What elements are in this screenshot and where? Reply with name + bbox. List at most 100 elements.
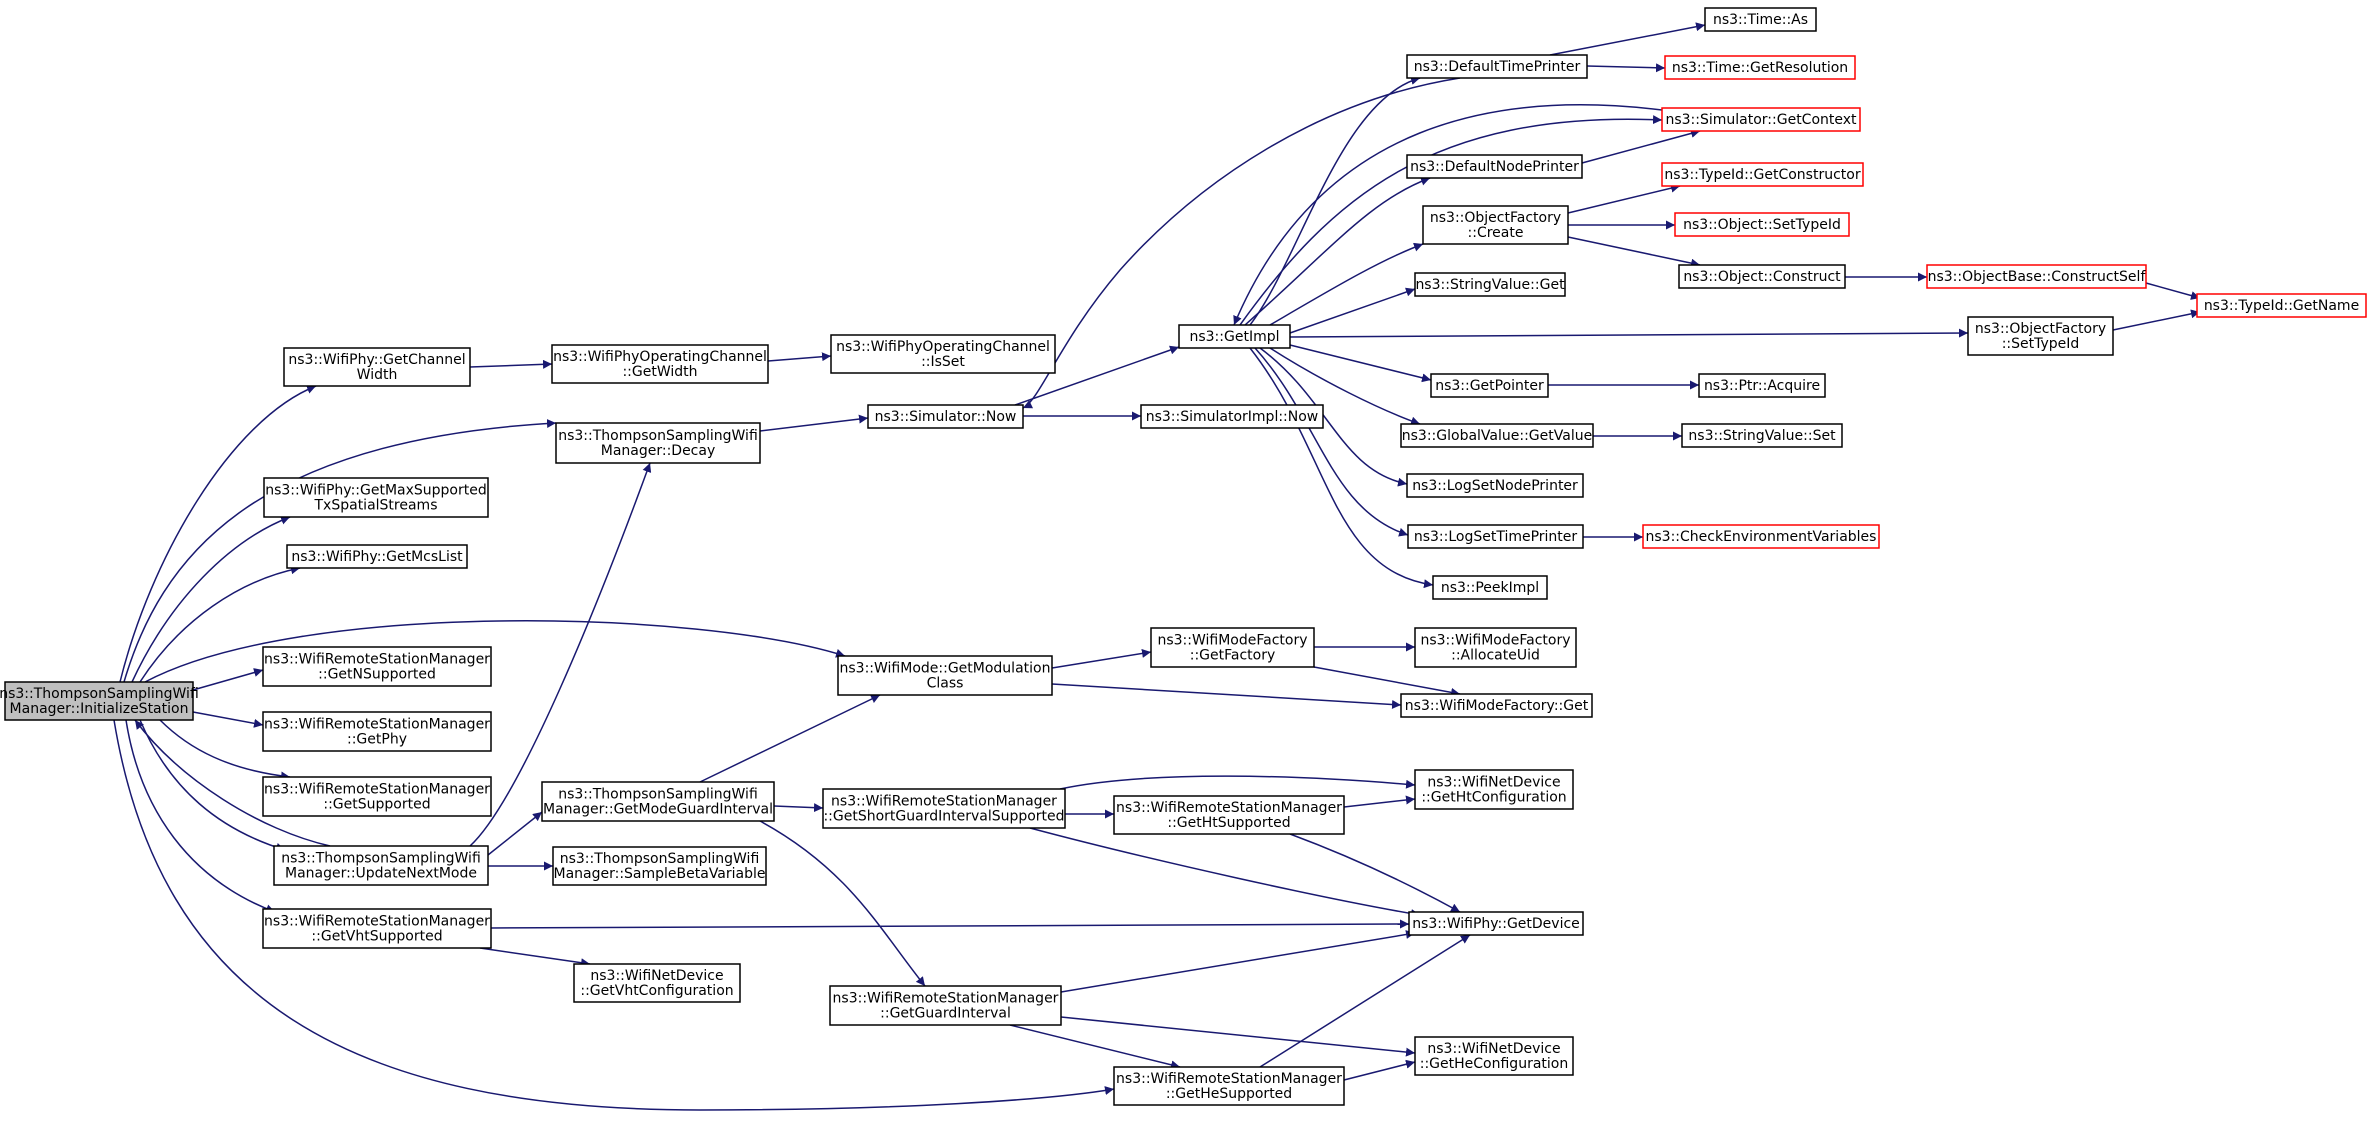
edge-InitializeStation-to-GetMcsList: [139, 565, 301, 683]
node-SimNow[interactable]: ns3::Simulator::Now: [867, 404, 1024, 429]
node-WMFGet[interactable]: ns3::WifiModeFactory::Get: [1400, 693, 1593, 718]
node-label: ns3::Ptr::Acquire: [1704, 378, 1820, 394]
node-box: [4, 681, 194, 721]
edge-OFSetTypeId-to-TypeIdGetName: [2112, 309, 2201, 331]
node-box: [541, 781, 775, 822]
node-GetNSupported[interactable]: ns3::WifiRemoteStationManager::GetNSuppo…: [262, 646, 492, 687]
node-label: ns3::WifiModeFactory: [1157, 633, 1307, 649]
node-label: ::GetGuardInterval: [880, 1006, 1011, 1022]
node-GetHeConfiguration[interactable]: ns3::WifiNetDevice::GetHeConfiguration: [1414, 1036, 1574, 1076]
node-OCIsSet[interactable]: ns3::WifiPhyOperatingChannel::IsSet: [830, 334, 1056, 374]
node-label: ::GetWidth: [622, 364, 697, 380]
node-SimGetContext[interactable]: ns3::Simulator::GetContext: [1661, 107, 1861, 132]
node-StringValueSet[interactable]: ns3::StringValue::Set: [1681, 423, 1843, 448]
node-GetVhtConfiguration[interactable]: ns3::WifiNetDevice::GetVhtConfiguration: [573, 963, 741, 1003]
edge-GetModulationClass-to-WMFGetFactory: [1051, 648, 1152, 669]
node-label: ::GetNSupported: [318, 667, 436, 683]
edge-DefaultTimePrinter-to-SimNow: [1022, 77, 1461, 409]
edge-GetImpl-to-OFSetTypeId: [1289, 328, 1969, 338]
edge-GetShortGISupported-to-WifiPhyGetDevice: [1029, 827, 1421, 918]
node-box: [1400, 423, 1594, 448]
edge-GetHeSupported-to-WifiPhyGetDevice: [1259, 934, 1471, 1068]
node-ObjectSetTypeId[interactable]: ns3::Object::SetTypeId: [1674, 212, 1850, 237]
node-GetModeGuardInterval[interactable]: ns3::ThompsonSamplingWifiManager::GetMod…: [541, 781, 775, 822]
node-GetGuardInterval[interactable]: ns3::WifiRemoteStationManager::GetGuardI…: [829, 985, 1062, 1026]
node-ObjectBaseConstructSelf[interactable]: ns3::ObjectBase::ConstructSelf: [1926, 264, 2147, 289]
node-label: ::GetHtConfiguration: [1421, 790, 1566, 806]
node-GetHtSupported[interactable]: ns3::WifiRemoteStationManager::GetHtSupp…: [1113, 795, 1345, 835]
node-box: [262, 908, 492, 949]
node-box: [1678, 264, 1846, 289]
node-GetHtConfiguration[interactable]: ns3::WifiNetDevice::GetHtConfiguration: [1414, 769, 1574, 810]
node-WMFAllocateUid[interactable]: ns3::WifiModeFactory::AllocateUid: [1414, 627, 1577, 668]
node-SampleBetaVariable[interactable]: ns3::ThompsonSamplingWifiManager::Sample…: [552, 846, 767, 886]
node-label: ns3::WifiPhy::GetDevice: [1412, 916, 1580, 932]
node-CheckEnvVars[interactable]: ns3::CheckEnvironmentVariables: [1642, 524, 1880, 549]
node-label: ::GetFactory: [1190, 648, 1276, 664]
node-label: ::GetSupported: [323, 797, 430, 813]
node-GetMcsList[interactable]: ns3::WifiPhy::GetMcsList: [286, 544, 468, 569]
node-box: [1926, 264, 2147, 289]
node-box: [1414, 272, 1566, 297]
edge-GetVhtSupported-to-GetVhtConfiguration: [479, 947, 591, 968]
edge-GetGuardInterval-to-GetHeConfiguration: [1060, 1016, 1416, 1057]
node-ObjectConstruct[interactable]: ns3::Object::Construct: [1678, 264, 1846, 289]
node-label: Manager::Decay: [601, 443, 716, 459]
node-TimeAs[interactable]: ns3::Time::As: [1704, 7, 1817, 32]
edge-DefaultTimePrinter-to-TimeGetResolution: [1586, 63, 1666, 73]
node-GetImpl[interactable]: ns3::GetImpl: [1178, 324, 1291, 349]
edge-GetChannelWidth-to-OCGetWidth: [469, 359, 553, 369]
node-GetSupported[interactable]: ns3::WifiRemoteStationManager::GetSuppor…: [262, 776, 492, 817]
node-TypeIdGetName[interactable]: ns3::TypeId::GetName: [2196, 293, 2367, 318]
node-TypeIdGetConstructor[interactable]: ns3::TypeId::GetConstructor: [1661, 162, 1864, 187]
node-label: ns3::WifiPhy::GetMcsList: [291, 549, 463, 565]
node-box: [262, 776, 492, 817]
node-label: ns3::GlobalValue::GetValue: [1402, 428, 1592, 444]
node-InitializeStation[interactable]: ns3::ThompsonSamplingWifiManager::Initia…: [0, 681, 199, 721]
node-label: ns3::WifiNetDevice: [1427, 1041, 1560, 1057]
node-label: ns3::SimulatorImpl::Now: [1146, 409, 1319, 425]
node-GetMaxSupportedTx[interactable]: ns3::WifiPhy::GetMaxSupportedTxSpatialSt…: [263, 477, 489, 518]
node-OFCreate[interactable]: ns3::ObjectFactory::Create: [1422, 205, 1569, 245]
node-UpdateNextMode[interactable]: ns3::ThompsonSamplingWifiManager::Update…: [273, 845, 489, 886]
node-box: [1113, 795, 1345, 835]
node-GetPhy[interactable]: ns3::WifiRemoteStationManager::GetPhy: [262, 711, 492, 752]
edge-GetGuardInterval-to-GetHeSupported: [1009, 1024, 1181, 1070]
node-LogSetTimePrinter[interactable]: ns3::LogSetTimePrinter: [1407, 524, 1584, 549]
node-box: [1661, 162, 1864, 187]
node-GetHeSupported[interactable]: ns3::WifiRemoteStationManager::GetHeSupp…: [1113, 1066, 1345, 1106]
edge-GetImpl-to-LogSetTimePrinter: [1254, 347, 1409, 537]
node-box: [1698, 373, 1826, 398]
node-label: ns3::ObjectFactory: [1430, 210, 1561, 226]
node-WMFGetFactory[interactable]: ns3::WifiModeFactory::GetFactory: [1150, 627, 1315, 668]
node-OCGetWidth[interactable]: ns3::WifiPhyOperatingChannel::GetWidth: [551, 344, 769, 384]
node-box: [1674, 212, 1850, 237]
node-DefaultNodePrinter[interactable]: ns3::DefaultNodePrinter: [1406, 154, 1583, 179]
node-LogSetNodePrinter[interactable]: ns3::LogSetNodePrinter: [1406, 473, 1584, 498]
edge-GetVhtSupported-to-WifiPhyGetDevice: [490, 919, 1410, 929]
node-GetShortGISupported[interactable]: ns3::WifiRemoteStationManager::GetShortG…: [822, 788, 1066, 829]
node-WifiPhyGetDevice[interactable]: ns3::WifiPhy::GetDevice: [1408, 911, 1584, 936]
node-label: ns3::WifiModeFactory: [1420, 633, 1570, 649]
node-DefaultTimePrinter[interactable]: ns3::DefaultTimePrinter: [1406, 54, 1588, 79]
node-box: [283, 347, 471, 387]
node-box: [1406, 54, 1588, 79]
node-label: ns3::StringValue::Set: [1688, 428, 1836, 444]
node-SimImplNow[interactable]: ns3::SimulatorImpl::Now: [1140, 404, 1324, 429]
node-PeekImpl[interactable]: ns3::PeekImpl: [1432, 575, 1548, 600]
node-PtrAcquire[interactable]: ns3::Ptr::Acquire: [1698, 373, 1826, 398]
node-OFSetTypeId[interactable]: ns3::ObjectFactory::SetTypeId: [1967, 316, 2114, 356]
node-label: ns3::StringValue::Get: [1415, 277, 1565, 293]
node-GlobalValueGetValue[interactable]: ns3::GlobalValue::GetValue: [1400, 423, 1594, 448]
node-box: [573, 963, 741, 1003]
node-GetVhtSupported[interactable]: ns3::WifiRemoteStationManager::GetVhtSup…: [262, 908, 492, 949]
node-TimeGetResolution[interactable]: ns3::Time::GetResolution: [1664, 55, 1856, 80]
edge-GetImpl-to-GlobalValueGetValue: [1269, 347, 1421, 426]
node-GetPointer[interactable]: ns3::GetPointer: [1430, 373, 1549, 398]
node-box: [1967, 316, 2114, 356]
node-StringValueGet[interactable]: ns3::StringValue::Get: [1414, 272, 1566, 297]
